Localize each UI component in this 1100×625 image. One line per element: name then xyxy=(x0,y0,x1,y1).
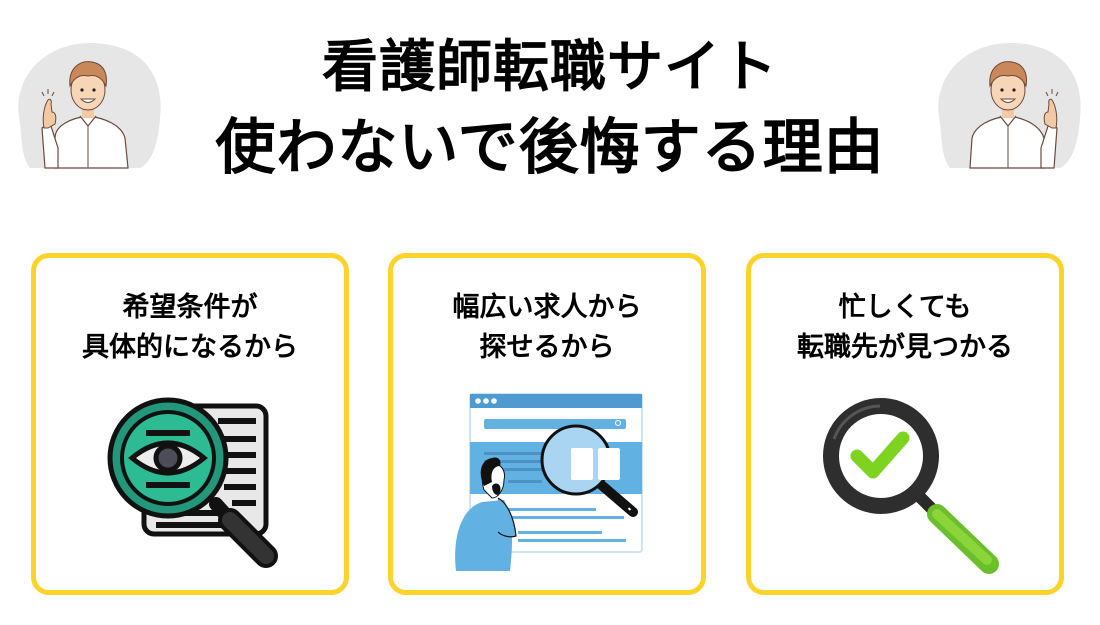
browser-search-person-icon xyxy=(448,386,658,571)
card-title: 忙しくても 転職先が見つかる xyxy=(751,288,1059,368)
card-title: 希望条件が 具体的になるから xyxy=(36,288,344,368)
card-title-line: 具体的になるから xyxy=(82,332,298,363)
magnifier-eye-document-icon xyxy=(106,396,286,571)
card-title-line: 忙しくても xyxy=(838,292,972,323)
avatar-man-pointing-right xyxy=(920,28,1100,198)
man-pointing-up-icon xyxy=(938,43,1081,169)
reason-card-find-while-busy: 忙しくても 転職先が見つかる xyxy=(746,253,1064,595)
title-highlight-brush xyxy=(276,184,824,230)
card-title-line: 転職先が見つかる xyxy=(797,332,1013,363)
card-title-line: 幅広い求人から xyxy=(452,292,642,323)
magnifier-checkmark-icon xyxy=(819,394,1009,574)
reason-card-specific-conditions: 希望条件が 具体的になるから xyxy=(31,253,349,595)
man-pointing-up-icon xyxy=(18,43,161,169)
card-title-line: 希望条件が xyxy=(122,292,258,323)
avatar-man-pointing-left xyxy=(0,28,180,198)
page-title-line-2: 使わないで後悔する理由 xyxy=(215,113,885,183)
card-title-line: 探せるから xyxy=(479,332,615,363)
card-title: 幅広い求人から 探せるから xyxy=(393,288,701,368)
reason-card-wide-job-listings: 幅広い求人から 探せるから xyxy=(388,253,706,595)
page-title-line-1: 看護師転職サイト xyxy=(322,35,778,100)
